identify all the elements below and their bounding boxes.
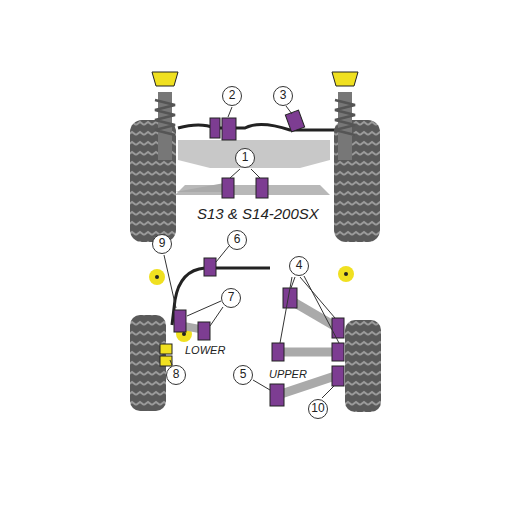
part-label: UPPER xyxy=(267,368,309,380)
callout-number: 5 xyxy=(233,365,253,385)
callout-number: 1 xyxy=(235,148,255,168)
diagram-title: S13 & S14-200SX xyxy=(197,205,319,222)
part-label: LOWER xyxy=(183,344,227,356)
callout-number: 2 xyxy=(222,86,242,106)
callout-number: 9 xyxy=(152,234,172,254)
callout-number: 10 xyxy=(308,399,328,419)
callout-number: 8 xyxy=(166,365,186,385)
callout-number: 4 xyxy=(289,256,309,276)
callout-number: 6 xyxy=(227,230,247,250)
callout-number: 3 xyxy=(273,86,293,106)
callout-number: 7 xyxy=(221,288,241,308)
